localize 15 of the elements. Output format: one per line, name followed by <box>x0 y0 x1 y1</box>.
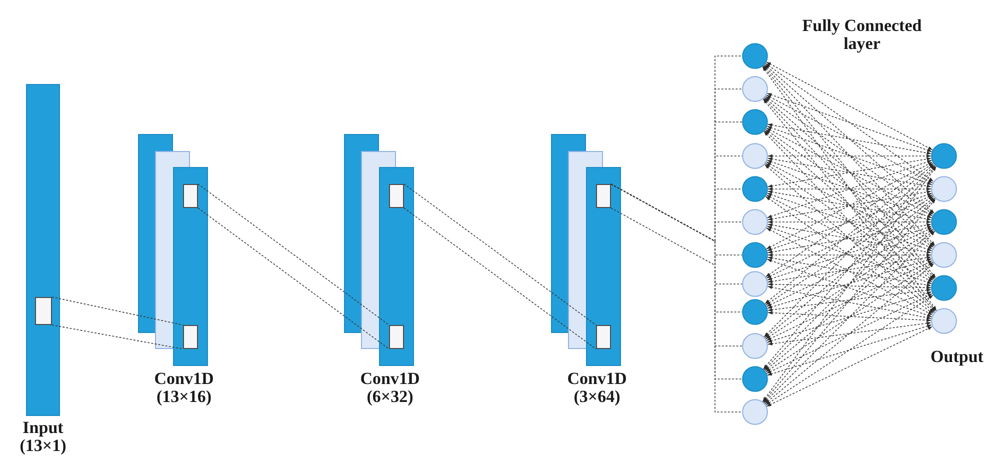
kernel-window <box>183 184 198 208</box>
kernel-window <box>596 184 611 208</box>
layer-label: Conv1D (13×16) <box>153 370 215 406</box>
kernel-window <box>35 297 52 325</box>
kernel-window <box>183 325 198 349</box>
kernel-window <box>596 325 611 349</box>
layer-label: Conv1D (3×64) <box>566 370 628 406</box>
connector-line <box>52 296 184 326</box>
layer-label: Output <box>930 348 984 366</box>
kernel-window <box>389 325 404 349</box>
layer-label: Conv1D (6×32) <box>359 370 421 406</box>
connector-line <box>52 324 184 350</box>
layer-label: Input (13×1) <box>18 419 68 455</box>
layer-title: Fully Connected layer <box>801 17 923 53</box>
kernel-window <box>389 184 404 208</box>
